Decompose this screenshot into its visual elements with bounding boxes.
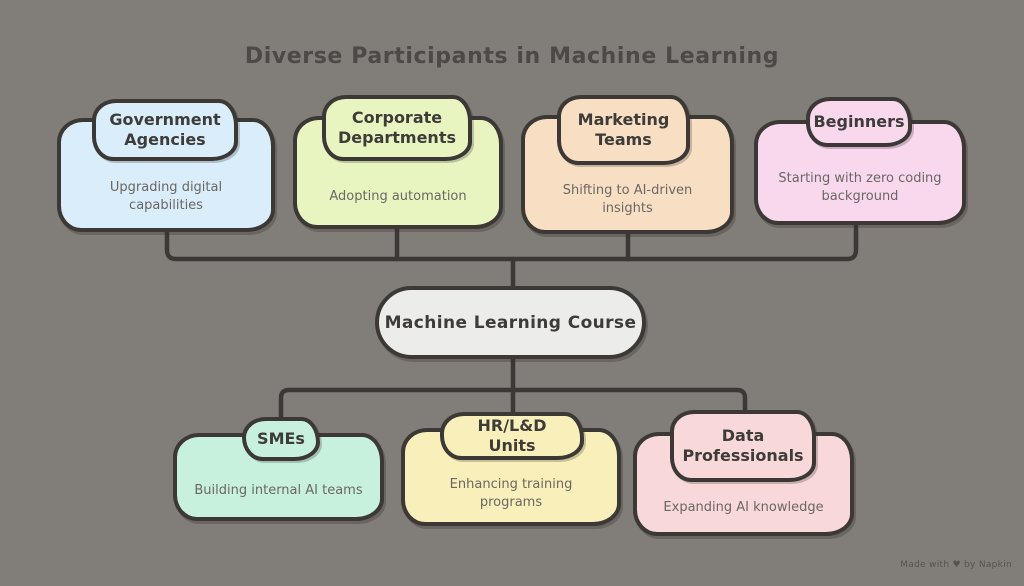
node-title-badge: SMEs [242, 417, 320, 461]
node-title-badge: Government Agencies [92, 99, 238, 161]
node-title-badge: Data Professionals [670, 410, 816, 482]
diagram-title: Diverse Participants in Machine Learning [244, 44, 780, 69]
connector-bottom-bus [278, 387, 748, 439]
node-label: Data Professionals [682, 426, 804, 465]
node-hr-ld-units: Enhancing training programs HR/L&D Units [401, 412, 621, 526]
node-description: Shifting to AI-driven insights [562, 182, 693, 216]
node-corporate-departments: Adopting automation Corporate Department… [293, 95, 503, 229]
node-title-badge: Marketing Teams [557, 95, 690, 165]
node-description: Building internal AI teams [194, 483, 363, 499]
node-label: Beginners [813, 112, 905, 131]
node-body: Expanding AI knowledge [633, 432, 854, 536]
node-marketing-teams: Shifting to AI-driven insights Marketing… [521, 95, 734, 234]
node-smes: Building internal AI teams SMEs [173, 417, 384, 521]
node-label: Government Agencies [109, 110, 221, 149]
node-body: Shifting to AI-driven insights [521, 115, 734, 234]
node-description: Upgrading digital capabilities [109, 180, 223, 213]
node-description: Enhancing training programs [449, 477, 573, 510]
node-data-professionals: Expanding AI knowledge Data Professional… [633, 410, 854, 536]
node-title-badge: HR/L&D Units [440, 412, 584, 460]
node-description: Starting with zero coding background [778, 170, 942, 204]
node-description: Adopting automation [329, 188, 467, 204]
node-label: HR/L&D Units [477, 416, 547, 455]
node-label: Machine Learning Course [384, 312, 637, 333]
node-description: Expanding AI knowledge [663, 500, 824, 516]
node-beginners: Starting with zero coding background Beg… [754, 97, 966, 225]
node-title-badge: Corporate Departments [322, 95, 472, 161]
node-label: SMEs [257, 429, 305, 448]
node-machine-learning-course: Machine Learning Course [375, 286, 646, 359]
node-title-badge: Beginners [806, 97, 912, 147]
watermark: Made with ♥ by Napkin [900, 560, 1012, 570]
node-government-agencies: Upgrading digital capabilities Governmen… [57, 99, 275, 232]
node-label: Corporate Departments [337, 108, 456, 147]
node-label: Marketing Teams [577, 110, 670, 149]
